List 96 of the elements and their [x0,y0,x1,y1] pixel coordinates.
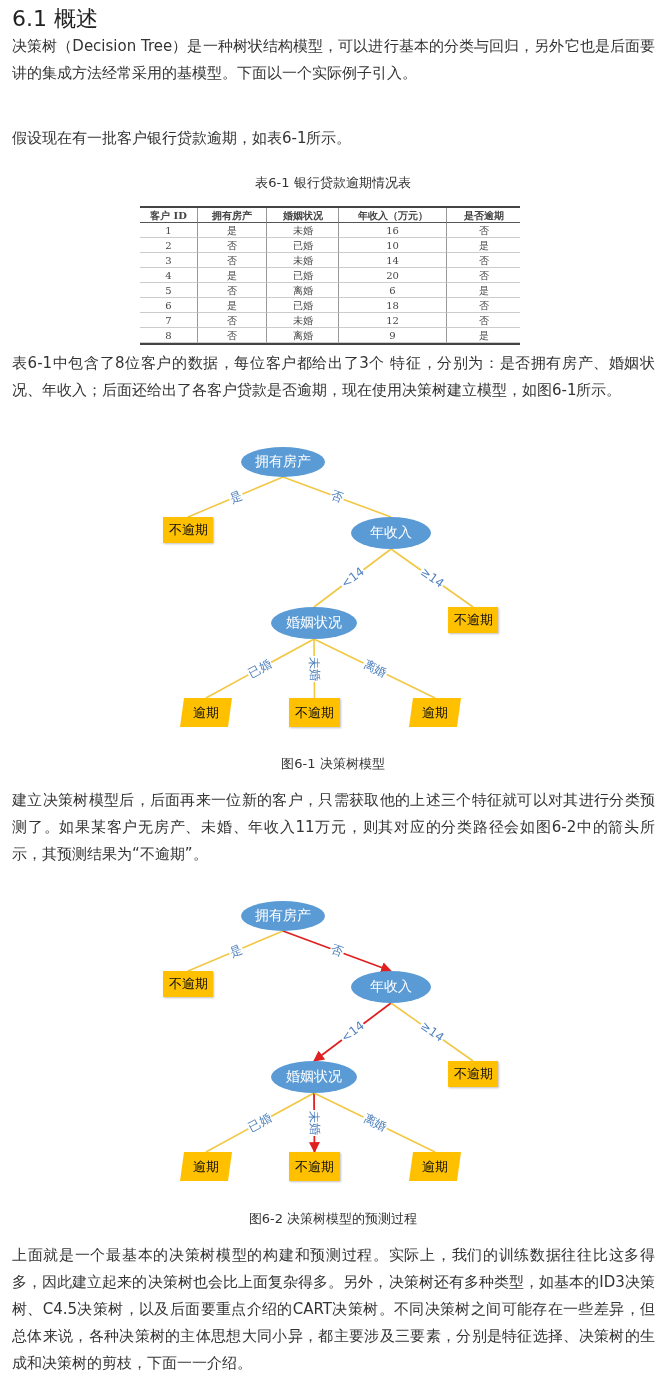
table-cell: 12 [339,313,447,328]
table-cell: 否 [447,298,520,313]
table-cell: 已婚 [267,238,339,253]
edge-label: 已婚 [245,1110,275,1135]
table-cell: 未婚 [267,313,339,328]
decision-node [241,901,325,931]
table-cell: 16 [339,223,447,238]
node-label: 逾期 [193,703,219,722]
table-cell: 7 [140,313,198,328]
leaf-parallelogram [180,698,232,727]
node-label: 年收入 [370,978,412,996]
branch-line [282,476,392,518]
table-cell: 否 [198,313,267,328]
node-label: 逾期 [422,1157,448,1176]
paragraph: 假设现在有一批客户银行贷款逾期，如表6-1所示。 [12,128,353,149]
table-cell: 否 [447,268,520,283]
node-label: 不逾期 [168,521,208,539]
edge-label: 否 [328,942,346,960]
leaf-box [163,971,213,997]
table-cell: 2 [140,238,198,253]
edge-label: 是 [226,488,245,506]
table-cell: 8 [140,328,198,343]
table-cell: 18 [339,298,447,313]
table-cell: 是 [447,238,520,253]
table-cell: 1 [140,223,198,238]
edge-label: 未婚 [307,1109,321,1136]
table-cell: 否 [447,253,520,268]
table-header-cell: 婚姻状况 [267,208,339,223]
caption: 图6-2 决策树模型的预测过程 [247,1210,419,1228]
table-cell: 否 [447,223,520,238]
edge-label: 是 [226,942,245,960]
leaf-parallelogram [409,1152,461,1181]
table-cell: 未婚 [267,253,339,268]
table-cell: 9 [339,328,447,343]
node-label: 婚姻状况 [286,614,342,632]
decision-node [241,447,325,477]
node-label: 拥有房产 [255,907,311,925]
table-header-cell: 拥有房产 [198,208,267,223]
node-label: 不逾期 [453,1065,493,1083]
leaf-box [289,1152,340,1181]
table-cell: 是 [447,283,520,298]
table-cell: 否 [447,313,520,328]
table-cell: 10 [339,238,447,253]
decision-node [271,607,357,639]
arrow [282,930,393,973]
paragraph: 决策树（Decision Tree）是一种树状结构模型，可以进行基本的分类与回归，另外它也是后面要讲的集成方法经常采用的基模型。下面以一个实际例子引入。 [12,36,655,84]
node-label: 年收入 [370,524,412,542]
leaf-box [448,1061,498,1087]
table-cell: 否 [198,253,267,268]
table-cell: 否 [198,328,267,343]
decision-node [271,1061,357,1093]
caption: 表6-1 银行贷款逾期情况表 [254,174,412,192]
table-cell: 否 [198,238,267,253]
table-cell: 已婚 [267,268,339,283]
table-cell: 是 [198,223,267,238]
table-cell: 5 [140,283,198,298]
node-label: 逾期 [193,1157,219,1176]
edge-label: 否 [328,488,346,506]
leaf-box [289,698,340,727]
table-cell: 是 [198,298,267,313]
node-label: 不逾期 [295,703,334,722]
edge-label: 已婚 [245,656,275,681]
paragraph: 建立决策树模型后，后面再来一位新的客户，只需获取他的上述三个特征就可以对其进行分类预测了。如果某客户无房产、未婚、年收入11万元，则其对应的分类路径会如图6-2中的箭头所示，其预测结果为“不逾期”。 [12,790,655,865]
table-header-cell: 是否逾期 [447,208,520,223]
node-label: 逾期 [422,703,448,722]
table-cell: 4 [140,268,198,283]
decision-node [351,971,431,1003]
leaf-box [163,517,213,543]
table-cell: 6 [140,298,198,313]
table-cell: 3 [140,253,198,268]
table-cell: 否 [198,283,267,298]
node-label: 不逾期 [295,1157,334,1176]
paragraph: 上面就是一个最基本的决策树模型的构建和预测过程。实际上，我们的训练数据往往比这多得多，因此建立起来的决策树也会比上面复杂得多。另外，决策树还有多种类型，如基本的ID3决策树、C4.5决策树，以及后面要重点介绍的CART决策树。不同决策树之间可能存在一些差异，但总体来说，各种决策树的主体思想大同小异，都主要涉及三要素，分别是特征选择、决策树的生成和决策树的剪枝，下面一一介绍。 [12,1245,655,1374]
node-label: 婚姻状况 [286,1068,342,1086]
table-cell: 未婚 [267,223,339,238]
paragraph: 表6-1中包含了8位客户的数据，每位客户都给出了3个 特征，分别为：是否拥有房产、婚姻状况、年收入；后面还给出了各客户贷款是否逾期，现在使用决策树建立模型，如图6-1所示。 [12,353,655,401]
table-header-cell: 年收入（万元） [339,208,447,223]
table-cell: 离婚 [267,328,339,343]
caption: 图6-1 决策树模型 [280,755,386,773]
table-cell: 是 [198,268,267,283]
decision-node [351,517,431,549]
leaf-parallelogram [180,1152,232,1181]
table-cell: 14 [339,253,447,268]
table-cell: 是 [447,328,520,343]
section-title: 6.1 概述 [12,5,98,33]
table-header-cell: 客户 ID [140,208,198,223]
node-label: 不逾期 [168,975,208,993]
table-cell: 6 [339,283,447,298]
node-label: 拥有房产 [255,453,311,471]
table-cell: 离婚 [267,283,339,298]
node-label: 不逾期 [453,611,493,629]
edge-label: 未婚 [307,655,321,682]
table-cell: 20 [339,268,447,283]
leaf-box [448,607,498,633]
leaf-parallelogram [409,698,461,727]
table-cell: 已婚 [267,298,339,313]
